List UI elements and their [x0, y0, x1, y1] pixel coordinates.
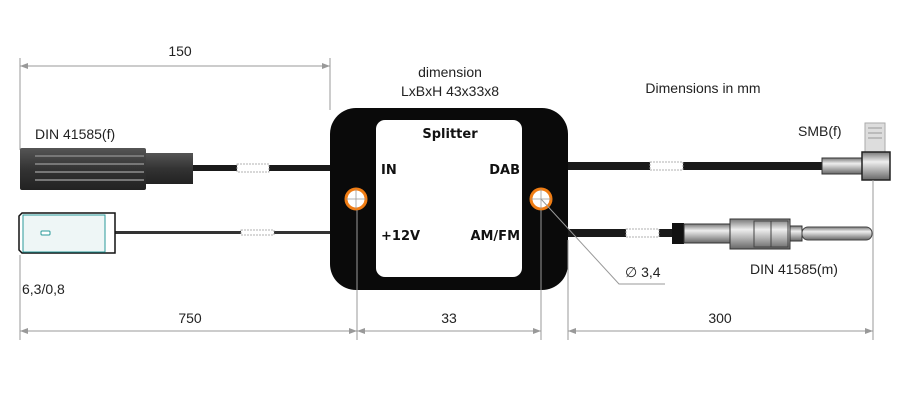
box-caption-line1: dimension: [418, 64, 482, 80]
splitter-box: Splitter IN DAB +12V AM/FM: [330, 108, 568, 290]
dimension-150-label: 150: [168, 43, 192, 59]
smb-female-label: SMB(f): [798, 123, 842, 139]
port-power-label: +12V: [381, 229, 420, 244]
diameter-label: ∅ 3,4: [625, 264, 661, 280]
port-amfm-label: AM/FM: [470, 229, 520, 244]
mounting-hole-left-icon: [344, 187, 368, 211]
dimension-300-label: 300: [708, 310, 732, 326]
diameter-callout: ∅ 3,4: [540, 198, 665, 285]
cable-in: [190, 163, 332, 173]
flat-plug-connector: [18, 212, 116, 254]
units-note: Dimensions in mm: [645, 80, 760, 96]
cable-dab: [568, 161, 824, 171]
bottom-dimensions: 750 33 300: [19, 180, 874, 340]
port-in-label: IN: [381, 163, 397, 178]
cable-amfm: [568, 228, 673, 238]
cable-power: [114, 229, 332, 236]
din-male-label: DIN 41585(m): [750, 261, 838, 277]
smb-female-connector: [821, 122, 891, 181]
din-female-connector: [20, 148, 193, 190]
flat-plug-label: 6,3/0,8: [22, 281, 65, 297]
port-dab-label: DAB: [489, 163, 520, 178]
dimension-33-label: 33: [441, 310, 457, 326]
dimension-750-label: 750: [178, 310, 202, 326]
dimension-150: 150: [19, 43, 331, 150]
box-title: Splitter: [422, 127, 478, 142]
din-male-connector: [672, 218, 873, 250]
din-female-label: DIN 41585(f): [35, 126, 115, 142]
box-caption-line2: LxBxH 43x33x8: [401, 83, 499, 99]
